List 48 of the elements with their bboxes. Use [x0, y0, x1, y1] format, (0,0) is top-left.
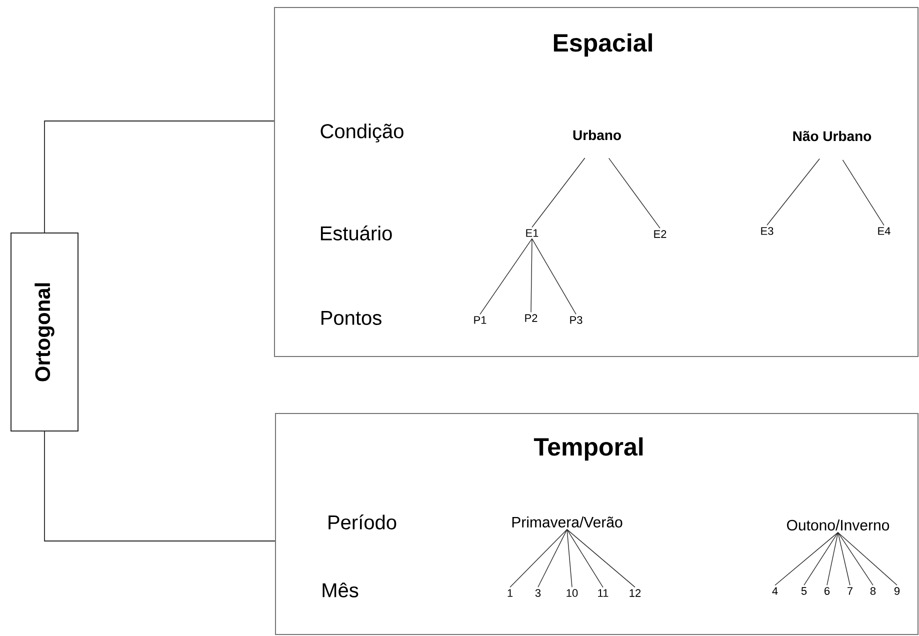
tree-label: Urbano: [573, 130, 621, 140]
leaf-label: 5: [801, 587, 807, 595]
leaf-label: E2: [654, 230, 666, 238]
tree-line: [804, 532, 838, 586]
connector-line: [44, 431, 276, 542]
tree-line: [838, 532, 850, 586]
tree-label: Primavera/Verão: [512, 516, 622, 528]
tree-line: [826, 532, 838, 586]
leaf-label: 9: [894, 587, 900, 595]
leaf-label: 3: [535, 589, 541, 597]
leaf-label: P3: [570, 316, 582, 324]
row-label: Mês: [322, 582, 358, 598]
tree-line: [566, 529, 572, 588]
row-label: Estuário: [320, 226, 392, 240]
rotated-label-box: Ortogonal: [10, 232, 78, 432]
leaf-label: 1: [508, 589, 513, 597]
tree-line: [608, 158, 660, 229]
leaf-label: 10: [566, 589, 578, 597]
tree-line: [766, 158, 820, 226]
connector-line: [44, 120, 274, 233]
tree-line: [838, 532, 898, 586]
tree-line: [838, 532, 874, 586]
tree-line: [842, 160, 884, 226]
leaf-label: E3: [761, 227, 774, 235]
tree-line: [532, 158, 586, 228]
tree-line: [530, 238, 532, 313]
leaf-label: 8: [870, 587, 876, 595]
tree-line: [532, 238, 576, 314]
leaf-label: 11: [598, 589, 608, 597]
leaf-label: 12: [630, 589, 641, 597]
tree-line: [566, 529, 604, 588]
tree-line: [510, 529, 568, 588]
tree-line: [480, 238, 532, 315]
leaf-label: P1: [474, 316, 486, 324]
leaf-label: 4: [772, 587, 778, 595]
tree-label: Outono/Inverno: [787, 519, 890, 530]
leaf-label: E4: [878, 227, 890, 235]
tree-line: [774, 532, 838, 586]
row-label: Período: [328, 514, 396, 530]
tree-line: [566, 529, 636, 588]
leaf-label: P2: [525, 314, 538, 322]
leaf-label: E1: [526, 229, 538, 237]
row-label: Condição: [320, 124, 404, 142]
leaf-label: 7: [848, 587, 852, 595]
tree-label: Não Urbano: [793, 130, 872, 142]
leaf-label: 6: [824, 587, 830, 595]
tree-line: [538, 529, 568, 588]
row-label: Pontos: [322, 311, 382, 325]
